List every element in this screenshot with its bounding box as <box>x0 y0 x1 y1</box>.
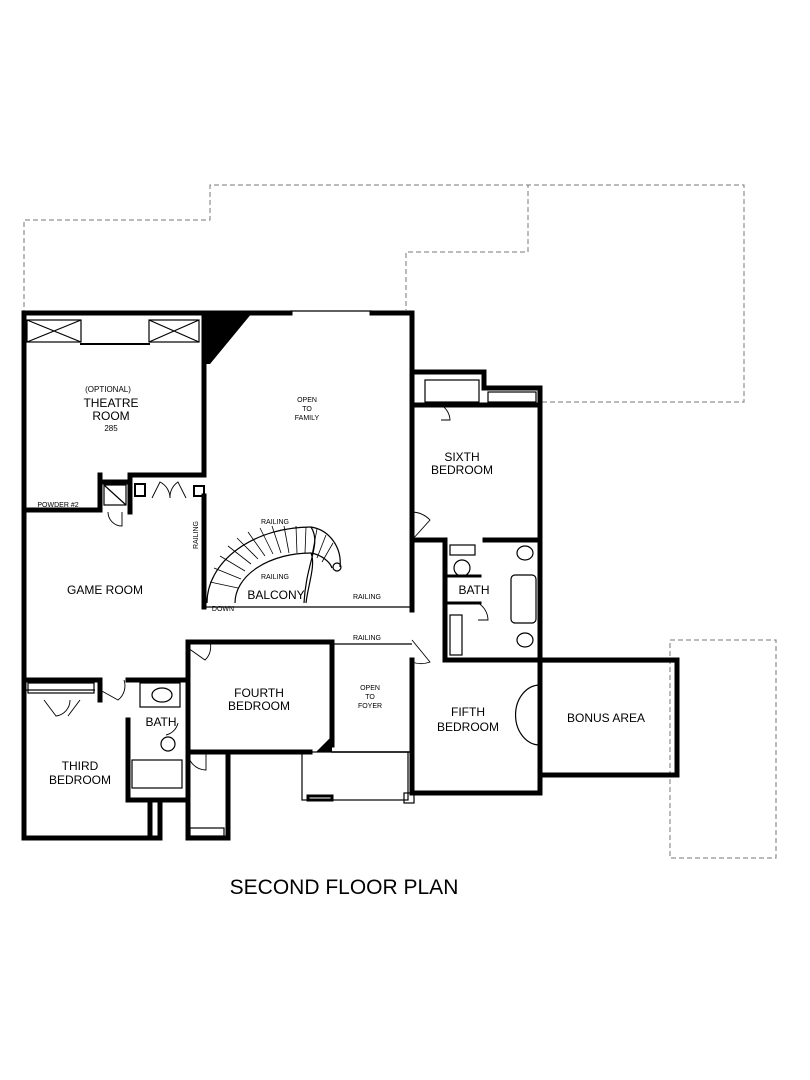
open-foyer-line3: FOYER <box>358 703 382 710</box>
theatre-room-label: (OPTIONAL) THEATRE ROOM 285 <box>83 385 138 433</box>
door-swings <box>43 404 489 771</box>
bonus-area-label: BONUS AREA <box>567 711 645 725</box>
open-foyer-line1: OPEN <box>360 685 380 692</box>
powder-label: POWDER #2 <box>37 502 78 509</box>
third-bedroom-line1: THIRD <box>62 759 99 773</box>
walls <box>21 310 680 841</box>
theatre-name-text: THEATRE <box>83 396 138 410</box>
sixth-bedroom-label: SIXTH BEDROOM <box>431 450 493 477</box>
balcony-label: BALCONY <box>247 588 304 602</box>
third-bedroom-label: THIRD BEDROOM <box>49 759 111 787</box>
railing-vertical-label: RAILING <box>193 521 200 549</box>
fourth-bedroom-line1: FOURTH <box>234 686 284 700</box>
open-family-line1: OPEN <box>297 397 317 404</box>
bath-left-label: BATH <box>145 715 176 729</box>
sixth-bedroom-line2: BEDROOM <box>431 463 493 477</box>
railing-balcony-label: RAILING <box>353 594 381 601</box>
fifth-bedroom-line1: FIFTH <box>451 705 485 719</box>
railing-foyer-label: RAILING <box>353 635 381 642</box>
open-family-line2: TO <box>302 406 312 413</box>
theatre-room-text: ROOM <box>92 409 129 423</box>
open-foyer-line2: TO <box>365 694 375 701</box>
fifth-bedroom-label: FIFTH BEDROOM <box>437 705 499 734</box>
open-family-line3: FAMILY <box>295 415 320 422</box>
lower-floor-outline <box>23 184 777 859</box>
railing-top-label: RAILING <box>261 519 289 526</box>
plan-title: SECOND FLOOR PLAN <box>230 876 459 899</box>
sixth-bedroom-line1: SIXTH <box>444 450 479 464</box>
down-label: DOWN <box>212 606 234 613</box>
fourth-bedroom-label: FOURTH BEDROOM <box>228 686 290 713</box>
open-to-foyer-label: OPEN TO FOYER <box>358 685 382 710</box>
game-room-label: GAME ROOM <box>67 583 143 597</box>
bath-right-label: BATH <box>458 583 489 597</box>
fourth-bedroom-line2: BEDROOM <box>228 699 290 713</box>
theatre-number-text: 285 <box>104 424 118 433</box>
theatre-optional-text: (OPTIONAL) <box>85 385 131 394</box>
spiral-staircase <box>202 525 342 609</box>
fifth-bedroom-line2: BEDROOM <box>437 720 499 734</box>
railing-stair-label: RAILING <box>261 574 289 581</box>
third-bedroom-line2: BEDROOM <box>49 773 111 787</box>
open-to-family-label: OPEN TO FAMILY <box>295 397 320 422</box>
